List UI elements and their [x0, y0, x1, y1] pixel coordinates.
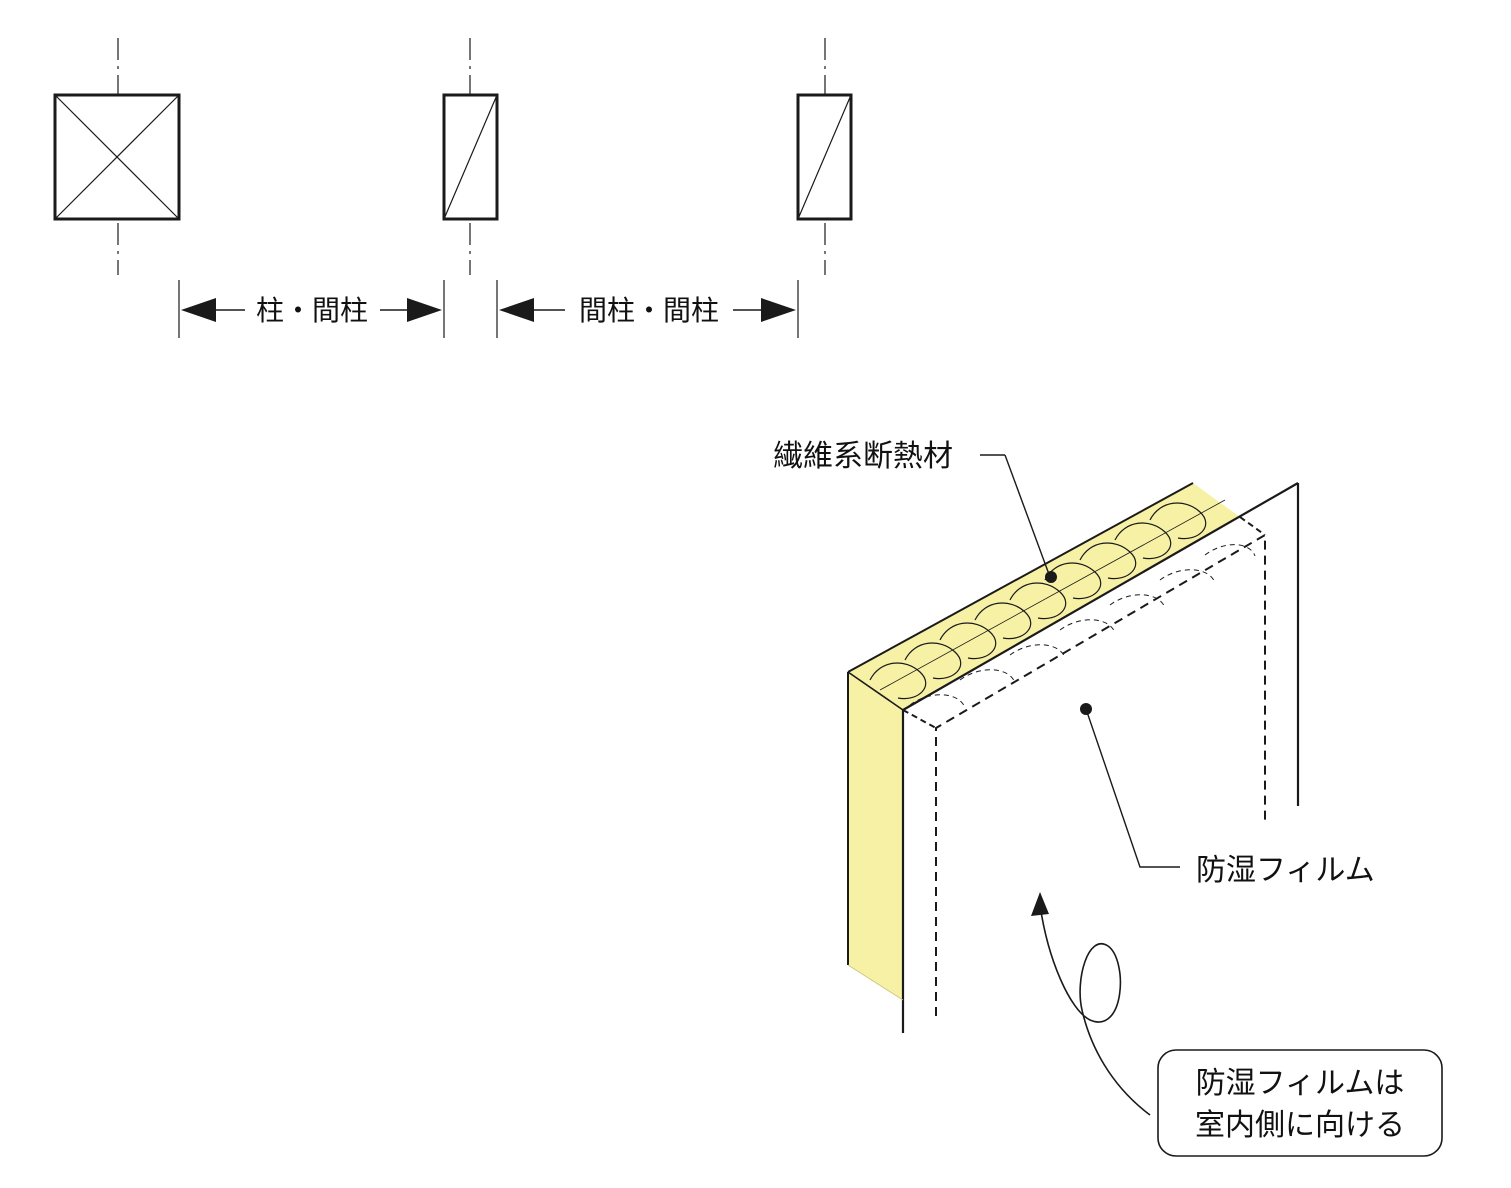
curved-arrow-up-icon [1031, 892, 1151, 1116]
dimension-extensions [178, 280, 799, 338]
note-box [1157, 1049, 1443, 1157]
label-insulation: 繊維系断熱材 [773, 439, 953, 474]
plan-view [53, 38, 853, 338]
film-dashed-boundary [902, 516, 1266, 1016]
stud-rect-1 [442, 93, 499, 221]
dimension-right [499, 298, 796, 322]
stud-rect-2 [796, 93, 853, 221]
insulation-top-face [848, 483, 1240, 710]
insulation-side-face [848, 672, 903, 1000]
callout-insulation [980, 454, 1057, 583]
callout-vapor-film [1080, 703, 1180, 868]
batt-front-top [902, 482, 1299, 711]
insulation-pointer-dot [1045, 571, 1057, 583]
note-line-2: 室内側に向ける [1195, 1108, 1405, 1143]
batt-front-edge [847, 671, 904, 711]
dimension-label-column-stud: 柱・間柱 [256, 294, 368, 327]
insulation-batt [847, 482, 1300, 1033]
dimension-left [181, 298, 442, 322]
dimension-label-stud-stud: 間柱・間柱 [579, 294, 719, 327]
column-square [53, 93, 181, 221]
note-line-1: 防湿フィルムは [1196, 1066, 1405, 1101]
batt-top-edge [847, 482, 1194, 673]
fibre-under-film [909, 544, 1256, 709]
batt-yellow-bottom [847, 964, 904, 1001]
fibre-pattern [869, 499, 1226, 700]
label-vapor-film: 防湿フィルム [1196, 853, 1375, 888]
